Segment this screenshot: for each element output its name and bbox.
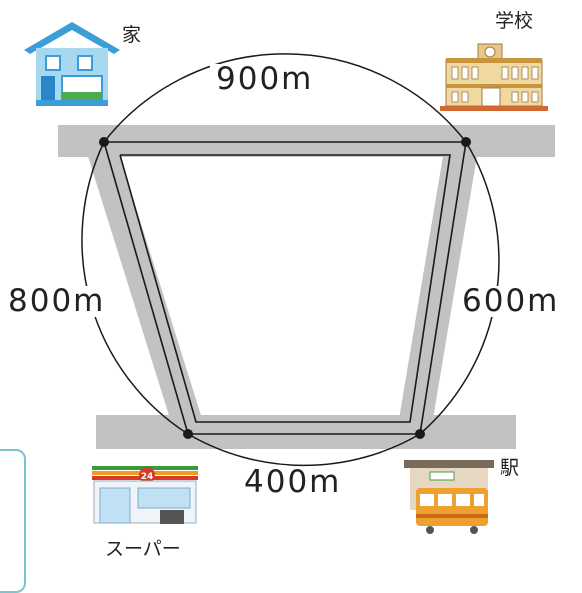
place-label-school: 学校 xyxy=(495,10,534,32)
distance-label-school-station: 600m xyxy=(456,286,566,317)
store-icon xyxy=(92,466,198,524)
junction-school xyxy=(461,137,471,147)
place-label-supermarket: スーパー xyxy=(105,538,181,560)
school-icon xyxy=(440,43,548,111)
junctions xyxy=(99,137,471,439)
arc-home-school xyxy=(103,53,467,143)
junction-station xyxy=(415,429,425,439)
store-badge-text: 24 xyxy=(141,472,154,482)
road-left xyxy=(86,150,204,425)
arc-station-supermarket xyxy=(187,433,421,467)
place-label-home: 家 xyxy=(122,24,142,46)
place-label-station: 駅 xyxy=(500,457,520,479)
roads xyxy=(58,125,555,449)
road-top xyxy=(58,125,555,157)
station-icon xyxy=(404,460,494,534)
distance-label-supermarket-station: 400m xyxy=(238,467,348,498)
distance-label-home-school: 900m xyxy=(210,64,320,95)
map-canvas: 24 xyxy=(24,22,555,534)
road-bottom xyxy=(96,415,516,449)
junction-supermarket xyxy=(183,429,193,439)
route-diagram: 24 900m 800m 600m 400m 家 学校 駅 スーパー xyxy=(0,10,566,593)
road-right xyxy=(398,150,478,425)
distance-label-home-supermarket: 800m xyxy=(2,286,112,317)
junction-home xyxy=(99,137,109,147)
side-panel xyxy=(0,449,26,593)
route-inner xyxy=(119,154,451,423)
house-icon xyxy=(24,22,120,106)
store-badge xyxy=(139,467,155,483)
